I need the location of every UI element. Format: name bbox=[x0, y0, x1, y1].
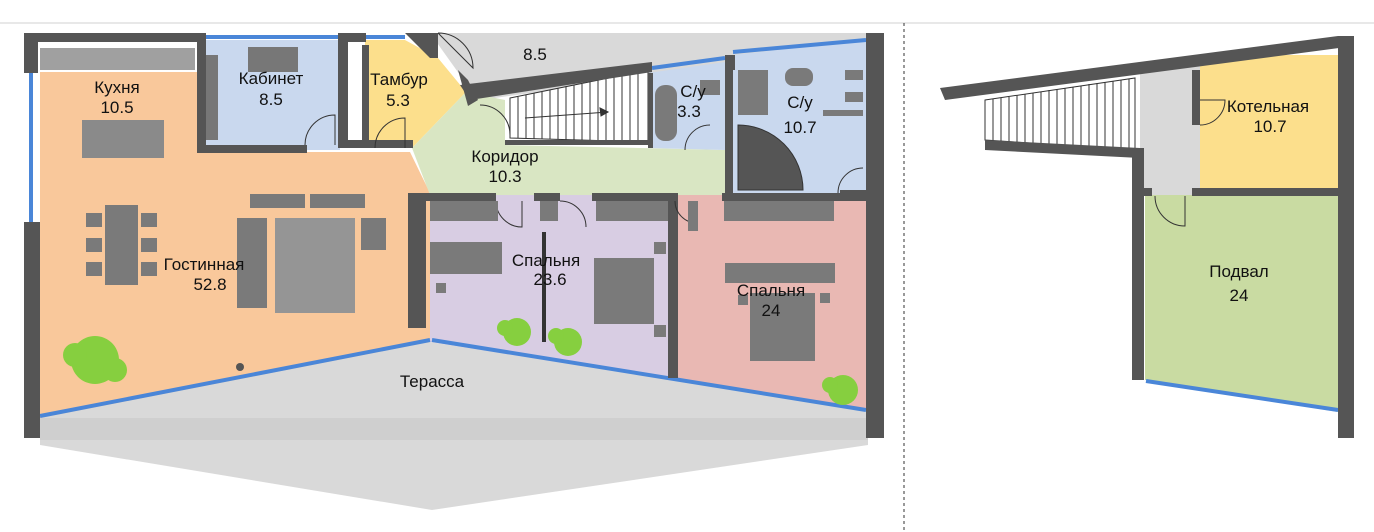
vestibule-name: Тамбур bbox=[370, 70, 428, 89]
ground-floor-plan: Кухня 10.5 Кабинет 8.5 Тамбур 5.3 8.5 С/… bbox=[24, 32, 884, 510]
door-swings bbox=[304, 32, 864, 228]
plants bbox=[63, 318, 858, 405]
basement-door-swings bbox=[1154, 99, 1226, 227]
basement-landing bbox=[1140, 60, 1200, 195]
basement-plan: Котельная 10.7 Подвал 24 bbox=[940, 36, 1354, 438]
kitchen-area: 10.5 bbox=[100, 98, 133, 117]
floor-dot bbox=[236, 363, 244, 371]
wc-small-area-value: 3.3 bbox=[677, 102, 701, 121]
boiler-room-area-value: 10.7 bbox=[1253, 117, 1286, 136]
windows bbox=[29, 35, 867, 418]
wc-small-name: С/у bbox=[680, 82, 706, 101]
walls bbox=[24, 33, 884, 438]
wc-large-name: С/у bbox=[787, 93, 813, 112]
terrace-step bbox=[40, 418, 868, 440]
stairs bbox=[509, 69, 649, 143]
basement-window bbox=[1145, 379, 1339, 412]
bedroom1-area bbox=[430, 195, 670, 380]
bedroom1-name: Спальня bbox=[512, 251, 580, 270]
basement-walls bbox=[940, 36, 1354, 438]
office-area-value: 8.5 bbox=[259, 90, 283, 109]
corridor-area-value: 10.3 bbox=[488, 167, 521, 186]
office-name: Кабинет bbox=[239, 69, 304, 88]
vestibule-area bbox=[365, 40, 466, 148]
cellar-area bbox=[1145, 195, 1338, 412]
living-room-area bbox=[40, 72, 430, 418]
bedroom1-area-value: 23.6 bbox=[533, 270, 566, 289]
corridor-name: Коридор bbox=[471, 147, 538, 166]
vestibule-area-value: 5.3 bbox=[386, 91, 410, 110]
bedroom2-area-value: 24 bbox=[762, 301, 781, 320]
living-name: Гостинная bbox=[164, 255, 245, 274]
boiler-room-name: Котельная bbox=[1227, 97, 1309, 116]
furniture bbox=[40, 47, 863, 361]
porch-area-value: 8.5 bbox=[523, 45, 547, 64]
corridor-area bbox=[412, 92, 728, 195]
bedroom2-name: Спальня bbox=[737, 281, 805, 300]
kitchen-name: Кухня bbox=[94, 78, 140, 97]
wc-large-area-value: 10.7 bbox=[783, 118, 816, 137]
cellar-area-value: 24 bbox=[1230, 286, 1249, 305]
living-area-value: 52.8 bbox=[193, 275, 226, 294]
terrace-name: Терасса bbox=[400, 372, 465, 391]
boiler-room-area bbox=[1200, 55, 1338, 195]
cellar-name: Подвал bbox=[1209, 262, 1268, 281]
